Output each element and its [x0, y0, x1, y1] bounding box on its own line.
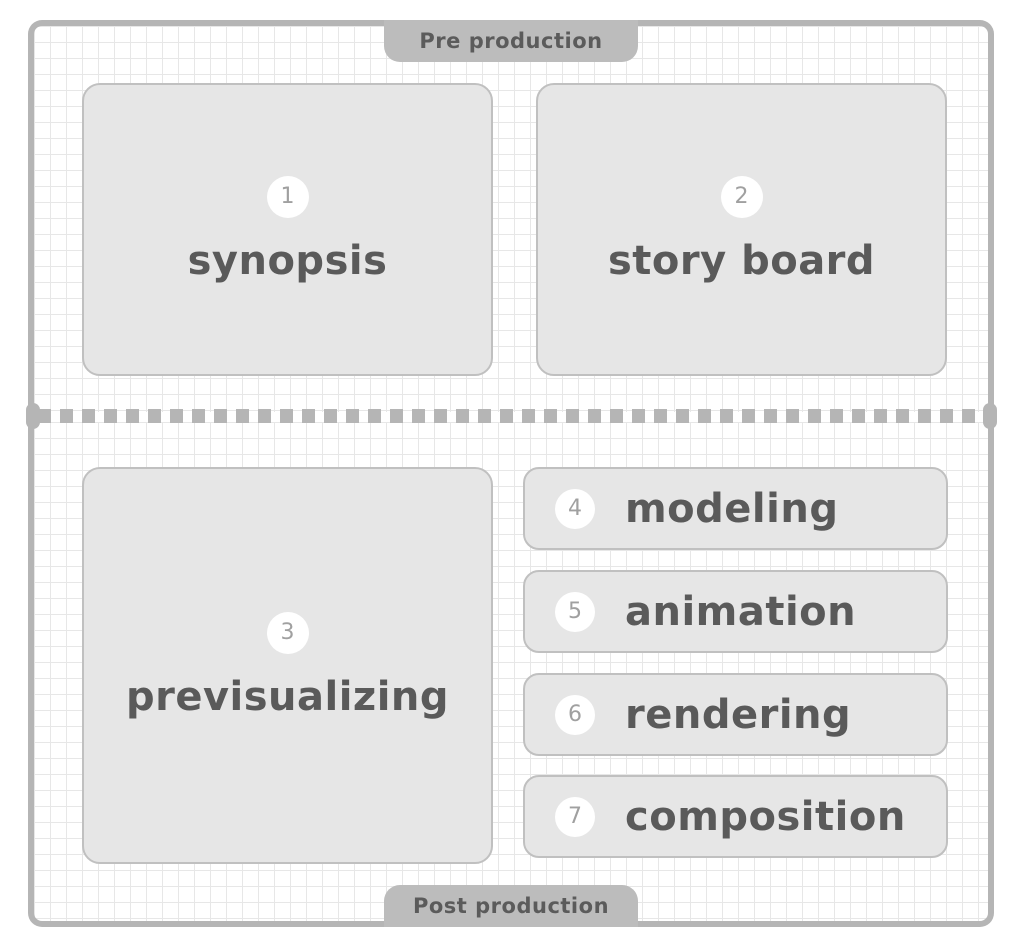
step-number-badge: 5: [555, 591, 595, 632]
step-number-badge: 2: [720, 175, 763, 218]
card-synopsis: 1 synopsis: [82, 83, 493, 376]
card-story-board: 2 story board: [536, 83, 947, 376]
step-title: rendering: [625, 691, 852, 738]
step-title: modeling: [625, 485, 839, 532]
divider-right-notch: [983, 403, 997, 429]
card-previsualizing: 3 previsualizing: [82, 467, 493, 864]
phase-divider: [28, 409, 994, 423]
step-number-badge: 1: [266, 175, 309, 218]
card-title: story board: [607, 237, 876, 284]
step-title: animation: [625, 588, 857, 635]
step-number-badge: 6: [555, 694, 595, 735]
step-modeling: 4 modeling: [523, 467, 948, 550]
post-production-label: Post production: [384, 885, 638, 927]
step-number-badge: 3: [266, 611, 309, 654]
step-number-badge: 4: [555, 488, 595, 529]
step-rendering: 6 rendering: [523, 673, 948, 756]
card-title: previsualizing: [125, 673, 450, 720]
step-composition: 7 composition: [523, 775, 948, 858]
step-title: composition: [625, 793, 906, 840]
step-animation: 5 animation: [523, 570, 948, 653]
step-number-badge: 7: [555, 796, 595, 837]
pre-production-label: Pre production: [384, 20, 638, 62]
card-title: synopsis: [187, 237, 388, 284]
divider-left-notch: [26, 403, 40, 429]
